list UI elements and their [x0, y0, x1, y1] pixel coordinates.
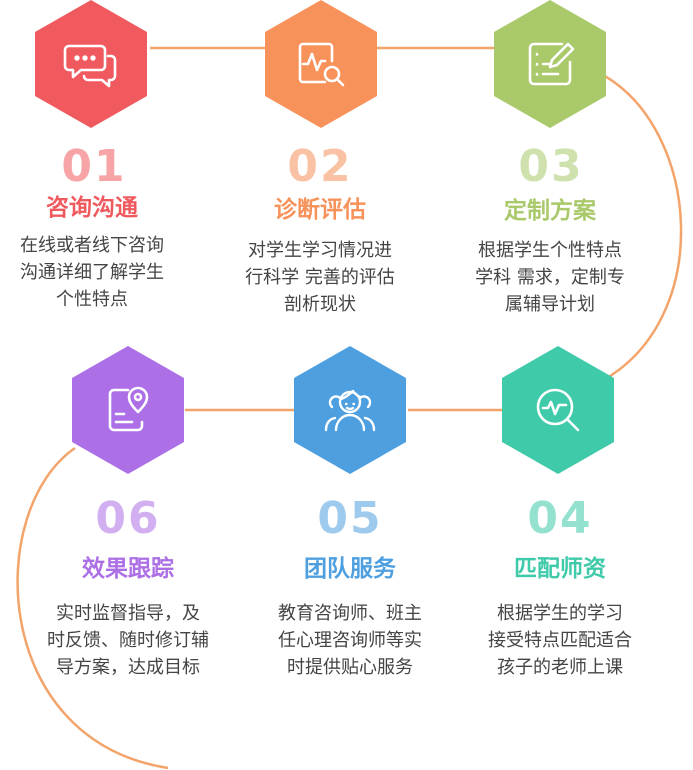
step-04-desc-line: 根据学生的学习: [497, 603, 623, 624]
step-04-title: 匹配师资: [514, 556, 606, 582]
step-02-desc-line: 剖析现状: [284, 294, 356, 315]
step-01-description: 在线或者线下咨询 沟通详细了解学生 个性特点: [0, 232, 202, 313]
pulse-magnifier-icon: [536, 388, 580, 432]
step-04-description: 根据学生的学习 接受特点匹配适合 孩子的老师上课: [450, 600, 670, 681]
step-06-number: 06: [95, 493, 161, 544]
step-02-number: 02: [287, 141, 353, 192]
step-04-desc-line: 孩子的老师上课: [497, 657, 623, 678]
step-05-desc-line: 任心理咨询师等实: [278, 630, 422, 651]
step-05-desc-line: 时提供贴心服务: [287, 657, 413, 678]
step-05-title: 团队服务: [304, 556, 396, 582]
step-03-desc-line: 属辅导计划: [505, 294, 595, 315]
checklist-pen-icon: [528, 42, 575, 86]
step-02-desc-line: 行科学 完善的评估: [245, 267, 395, 288]
connector-03-04: [599, 73, 683, 384]
step-04-hexagon: [502, 346, 614, 474]
report-magnifier-icon: [298, 42, 345, 87]
step-06-desc-line: 时反馈、随时修订辅: [47, 630, 209, 651]
step-06-title: 效果跟踪: [82, 556, 174, 582]
step-06-description: 实时监督指导，及 时反馈、随时修订辅 导方案，达成目标: [18, 600, 238, 681]
step-02-desc-line: 对学生学习情况进: [248, 240, 392, 261]
step-04-desc-line: 接受特点匹配适合: [488, 630, 632, 651]
step-06-hexagon: [72, 346, 184, 474]
step-05-hexagon: [294, 346, 406, 474]
step-01-hexagon: [35, 0, 147, 128]
team-people-icon: [324, 389, 376, 432]
step-05-desc-line: 教育咨询师、班主: [278, 603, 422, 624]
step-05-number: 05: [317, 493, 383, 544]
step-06-desc-line: 导方案，达成目标: [56, 657, 200, 678]
step-01-title: 咨询沟通: [46, 195, 138, 221]
step-04-number: 04: [527, 493, 593, 544]
step-03-title: 定制方案: [504, 198, 596, 224]
connector-06-end: [16, 446, 169, 770]
step-01-number: 01: [61, 141, 127, 192]
step-06-desc-line: 实时监督指导，及: [56, 603, 200, 624]
step-03-desc-line: 根据学生个性特点: [478, 240, 622, 261]
step-03-hexagon: [494, 0, 606, 128]
step-03-description: 根据学生个性特点 学科 需求，定制专 属辅导计划: [440, 237, 660, 318]
step-03-desc-line: 学科 需求，定制专: [475, 267, 625, 288]
chat-bubbles-icon: [63, 44, 117, 88]
document-location-icon: [108, 386, 149, 432]
step-05-description: 教育咨询师、班主 任心理咨询师等实 时提供贴心服务: [240, 600, 460, 681]
step-02-description: 对学生学习情况进 行科学 完善的评估 剖析现状: [210, 237, 430, 318]
step-02-title: 诊断评估: [274, 197, 366, 223]
step-01-desc-line: 在线或者线下咨询: [20, 235, 164, 256]
step-03-number: 03: [518, 141, 584, 192]
step-01-desc-line: 个性特点: [56, 289, 128, 310]
step-01-desc-line: 沟通详细了解学生: [20, 262, 164, 283]
